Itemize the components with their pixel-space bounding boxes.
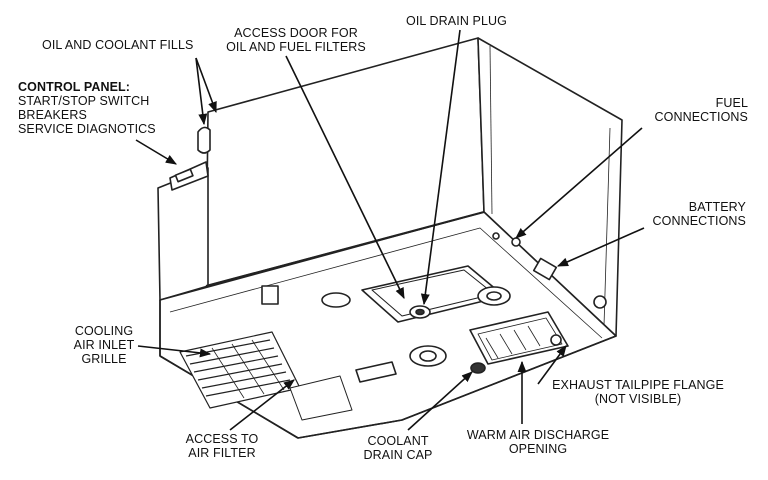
leader-oil-coolant-fills-2 [195,57,208,126]
label-oil-coolant-fills: OIL AND COOLANT FILLS [42,38,194,52]
control-panel-title: CONTROL PANEL: [18,80,131,94]
leader-fuel-connections [515,127,643,239]
leader-access-door [285,55,405,300]
label-coolant-drain-cap: COOLANT DRAIN CAP [363,434,433,462]
label-warm-air-discharge: WARM AIR DISCHARGE OPENING [466,428,610,456]
label-access-air-filter: ACCESS TO AIR FILTER [185,432,259,460]
label-access-door: ACCESS DOOR FOR OIL AND FUEL FILTERS [226,26,366,54]
leader-cooling-air-inlet [137,345,212,358]
leader-battery-connections [556,227,645,267]
label-battery-connections: BATTERY CONNECTIONS [652,200,746,228]
leader-lines [135,29,645,431]
label-cooling-air-inlet: COOLING AIR INLET GRILLE [73,324,135,366]
leader-exhaust-tailpipe [537,345,567,385]
coolant-drain-cap [470,362,486,374]
label-fuel-connections: FUEL CONNECTIONS [654,96,748,124]
label-oil-drain-plug: OIL DRAIN PLUG [406,14,507,28]
label-exhaust-tailpipe: EXHAUST TAILPIPE FLANGE (NOT VISIBLE) [552,378,724,406]
leader-control-panel [135,139,177,165]
leader-access-air-filter [229,379,295,431]
leader-oil-coolant-fills-1 [195,57,217,114]
control-panel-box [157,167,209,301]
label-control-panel: CONTROL PANEL: START/STOP SWITCH BREAKER… [18,80,156,136]
leader-oil-drain-plug [420,29,461,306]
generator-housing [157,37,623,439]
leader-coolant-drain-cap [407,371,473,431]
